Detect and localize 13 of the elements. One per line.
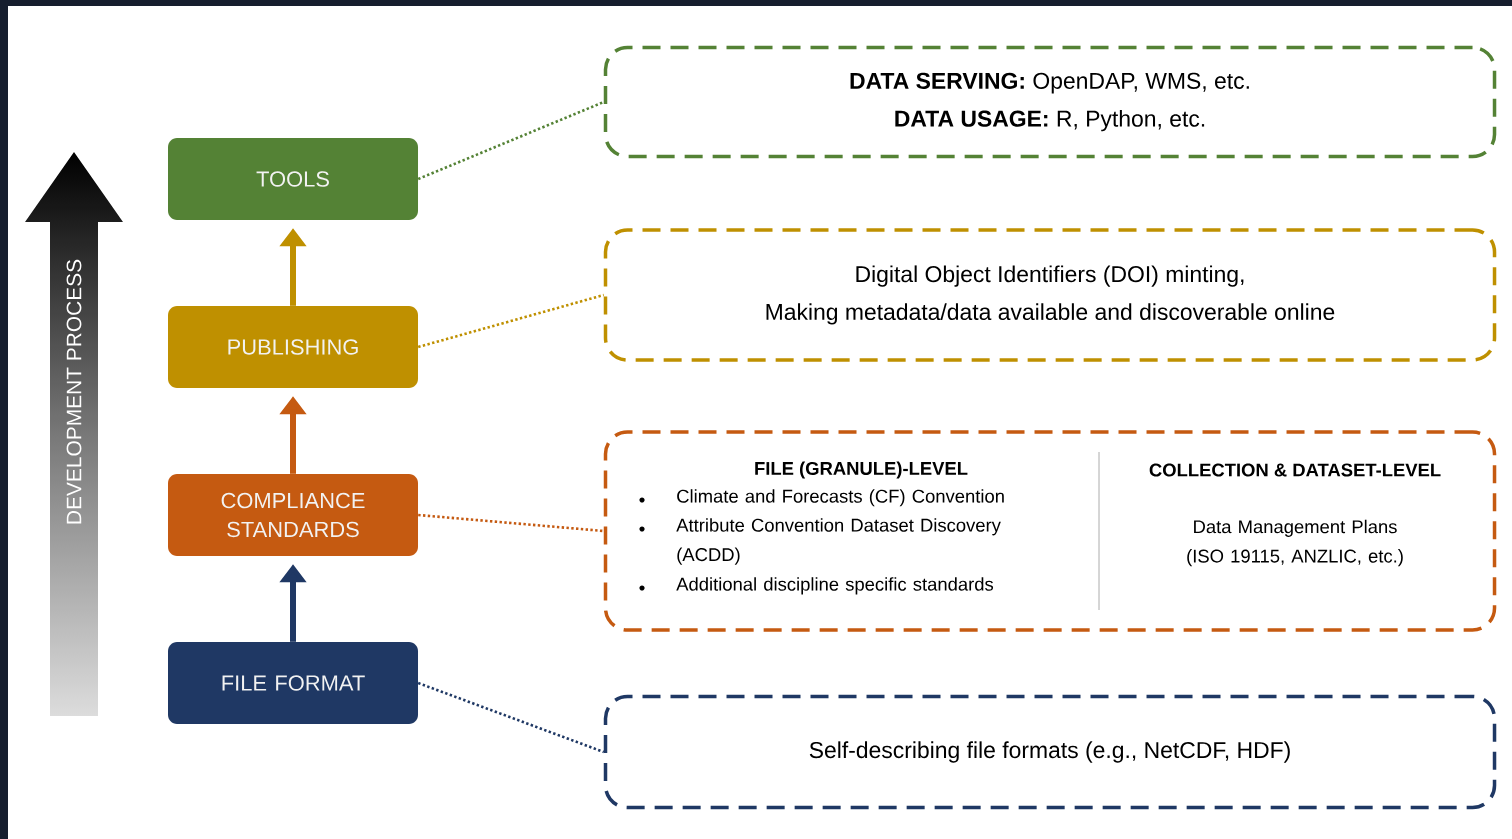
leader-line [417, 293, 605, 349]
detail-box: Digital Object Identifiers (DOI) minting, Making metadata/data available and discoverable online [603, 228, 1497, 362]
leader-line [417, 100, 605, 181]
process-box: TOOLS [168, 138, 418, 220]
detail-box: Self-describing file formats (e.g., NetCDF, HDF) [603, 694, 1497, 810]
detail-box: FILE (GRANULE)-LEVEL Climate and Forecasts (CF) Convention Attribute Convention Dataset Discovery (ACDD) Additional discipline specific standards COLLECTION & DATASET-LEVEL Data Management Plans (ISO 19115, ANZLIC, etc.) [603, 430, 1497, 632]
axis-label: DEVELOPMENT PROCESS [66, 259, 82, 524]
process-box: FILE FORMAT [168, 642, 418, 724]
leader-line [417, 681, 605, 754]
detail-box: DATA SERVING: OpenDAP, WMS, etc. DATA USAGE: R, Python, etc. [603, 45, 1497, 159]
leader-line [418, 513, 604, 533]
process-box: COMPLIANCE STANDARDS [168, 474, 418, 556]
process-box: PUBLISHING [168, 306, 418, 388]
